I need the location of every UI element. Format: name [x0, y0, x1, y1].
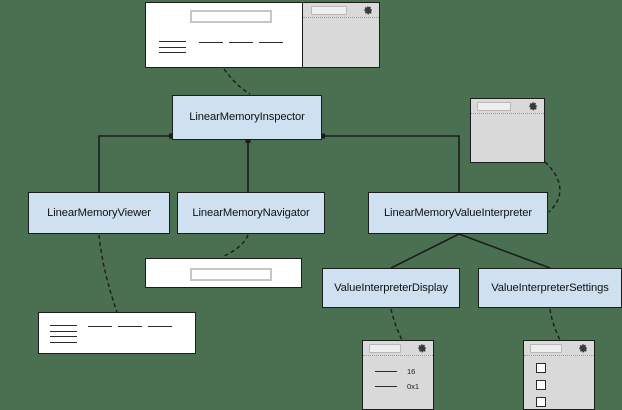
- node-linear-memory-navigator[interactable]: LinearMemoryNavigator: [177, 192, 325, 234]
- edge-vi-display-mock-link: [390, 308, 403, 341]
- memory-address-line: [50, 325, 77, 326]
- mockup-titlebar: [524, 341, 594, 356]
- settings-checkbox[interactable]: [536, 363, 546, 373]
- value-text: 0x1: [407, 382, 420, 391]
- node-label: ValueInterpreterSettings: [491, 281, 609, 294]
- settings-checkbox[interactable]: [536, 397, 546, 407]
- edge-viewer-mock-link: [98, 234, 118, 313]
- value-row: 16: [375, 367, 415, 376]
- node-label: LinearMemoryValueInterpreter: [383, 206, 533, 219]
- gear-icon[interactable]: [528, 101, 538, 111]
- memory-byte-group: [148, 326, 172, 327]
- mockup-linear-memory-viewer: [38, 312, 196, 354]
- value-text: 16: [407, 367, 416, 376]
- memory-byte-group: [229, 42, 253, 43]
- node-label: LinearMemoryNavigator: [192, 206, 310, 219]
- edge-vi-settings-mock-link: [549, 308, 561, 341]
- mockup-linear-memory-inspector: [145, 2, 380, 68]
- memory-address-line: [159, 41, 186, 42]
- mockup-titlebar: [363, 341, 433, 356]
- node-linear-memory-viewer[interactable]: LinearMemoryViewer: [28, 192, 170, 234]
- node-linear-memory-value-interpreter[interactable]: LinearMemoryValueInterpreter: [368, 192, 548, 234]
- memory-address-line: [50, 336, 77, 337]
- memory-address-column: [50, 325, 77, 347]
- mockup-search-field[interactable]: [477, 102, 511, 111]
- memory-address-line: [159, 46, 186, 48]
- mockup-titlebar: [471, 99, 544, 114]
- mockup-search-field[interactable]: [311, 6, 347, 15]
- mockup-value-interpreter-settings: [523, 340, 595, 410]
- gear-icon[interactable]: [363, 5, 373, 15]
- memory-address-line: [159, 52, 186, 53]
- node-label: ValueInterpreterDisplay: [334, 281, 448, 294]
- mockup-search-field[interactable]: [369, 344, 401, 353]
- memory-byte-group: [259, 42, 283, 43]
- memory-address-line: [50, 341, 77, 343]
- memory-address-input[interactable]: [190, 10, 272, 23]
- mockup-titlebar: [303, 3, 379, 18]
- gear-icon[interactable]: [578, 343, 588, 353]
- edge-inspector-value-interpreter: [322, 135, 460, 192]
- value-label-dash: [375, 386, 397, 387]
- edge-inspector-viewer: [98, 135, 172, 192]
- node-linear-memory-inspector[interactable]: LinearMemoryInspector: [172, 95, 322, 140]
- edge-value-interpreter-settings: [458, 233, 551, 269]
- node-label: LinearMemoryViewer: [47, 206, 151, 219]
- mockup-value-interpreter-pane: [303, 3, 379, 67]
- mockup-value-interpreter: [470, 98, 545, 163]
- memory-byte-group: [118, 326, 142, 327]
- memory-byte-group: [88, 326, 112, 327]
- settings-checkbox[interactable]: [536, 380, 546, 390]
- edge-inspector-mock-link: [223, 68, 251, 95]
- edge-value-interpreter-display: [390, 233, 460, 269]
- navigator-address-input[interactable]: [190, 268, 272, 281]
- memory-address-column: [159, 41, 186, 58]
- memory-byte-group: [199, 42, 223, 43]
- value-row: 0x1: [375, 382, 419, 391]
- mockup-memory-pane: [146, 3, 303, 67]
- mockup-linear-memory-navigator: [145, 258, 302, 288]
- node-value-interpreter-settings[interactable]: ValueInterpreterSettings: [478, 268, 622, 308]
- memory-address-line: [50, 330, 77, 332]
- edge-navigator-mock-link: [221, 234, 249, 258]
- mockup-value-interpreter-display: 16 0x1: [362, 340, 434, 410]
- gear-icon[interactable]: [417, 343, 427, 353]
- node-label: LinearMemoryInspector: [189, 111, 305, 124]
- value-label-dash: [375, 371, 397, 372]
- node-value-interpreter-display[interactable]: ValueInterpreterDisplay: [322, 268, 460, 308]
- mockup-search-field[interactable]: [530, 344, 562, 353]
